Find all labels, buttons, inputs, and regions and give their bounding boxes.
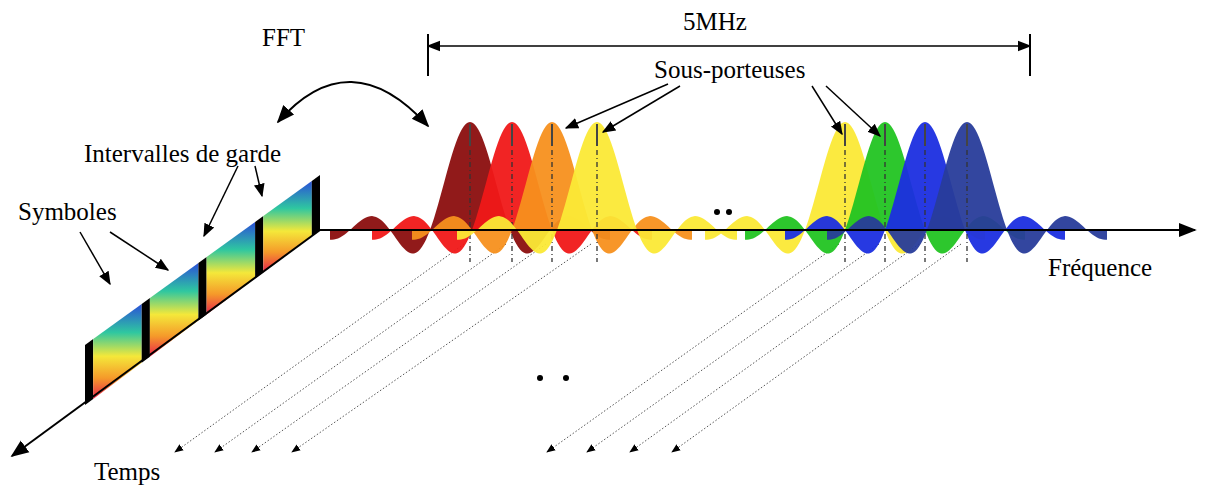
projection-line [672, 244, 961, 452]
projection-line [630, 244, 919, 452]
subcarrier-label: Sous-porteuses [654, 56, 805, 84]
guard-interval [85, 339, 93, 405]
bandwidth-bracket [428, 45, 1030, 47]
guard-interval [142, 298, 150, 363]
pointer-arrow [826, 86, 880, 136]
guard-interval [255, 216, 263, 278]
carrier-centre-line [551, 150, 552, 262]
pointer-arrow [566, 84, 668, 128]
symbol-band [85, 175, 320, 405]
time-axis [12, 230, 320, 456]
carrier-centre-line [924, 150, 925, 262]
projection-line [252, 244, 546, 452]
ofdm-symbol [150, 263, 199, 357]
pointer-arrow [110, 232, 168, 270]
carrier-centre-line [884, 150, 885, 262]
carrier-tick [596, 124, 598, 146]
carrier-tick [924, 124, 926, 146]
bracket-tick [427, 34, 429, 76]
pointer-arrow [603, 86, 680, 132]
ellipsis-dot [714, 209, 720, 215]
carrier-centre-line [511, 150, 512, 262]
carrier-tick [469, 124, 471, 146]
pointer-arrow [812, 86, 842, 134]
frequency-axis [320, 229, 1195, 231]
carrier-tick [844, 124, 846, 146]
carrier-tick [551, 124, 553, 146]
guard-label: Intervalles de garde [84, 140, 281, 168]
guard-interval [198, 257, 206, 321]
ofdm-symbol [263, 181, 312, 272]
projection-line [587, 244, 879, 452]
ofdm-symbol [93, 304, 142, 399]
pointer-arrow [204, 166, 238, 236]
carrier-tick [884, 124, 886, 146]
axis-label: Temps [94, 458, 160, 486]
carrier-tick [511, 124, 513, 146]
projection-line [547, 244, 839, 452]
pointer-arrow [255, 166, 262, 196]
ellipsis-dot [726, 209, 732, 215]
carrier-centre-line [966, 150, 967, 262]
carrier-centre-line [596, 150, 597, 262]
pointer-arrow [80, 232, 110, 284]
projection-line [292, 244, 591, 452]
ellipsis-dot [537, 375, 543, 381]
carrier-tick [966, 124, 968, 146]
subcarrier-spectra [330, 122, 1107, 262]
projection-lines [175, 244, 961, 452]
ofdm-symbol [207, 222, 256, 314]
ellipsis-dot [563, 375, 569, 381]
carrier-centre-line [844, 150, 845, 262]
symbol-label: Symboles [18, 198, 117, 226]
carrier-centre-line [469, 150, 470, 262]
axis-label: Fréquence [1048, 254, 1152, 282]
bandwidth-label: 5MHz [683, 8, 747, 36]
guard-interval [312, 175, 320, 236]
bracket-tick [1029, 34, 1031, 76]
fft-label: FFT [262, 24, 305, 52]
fft-arrow [278, 82, 428, 126]
